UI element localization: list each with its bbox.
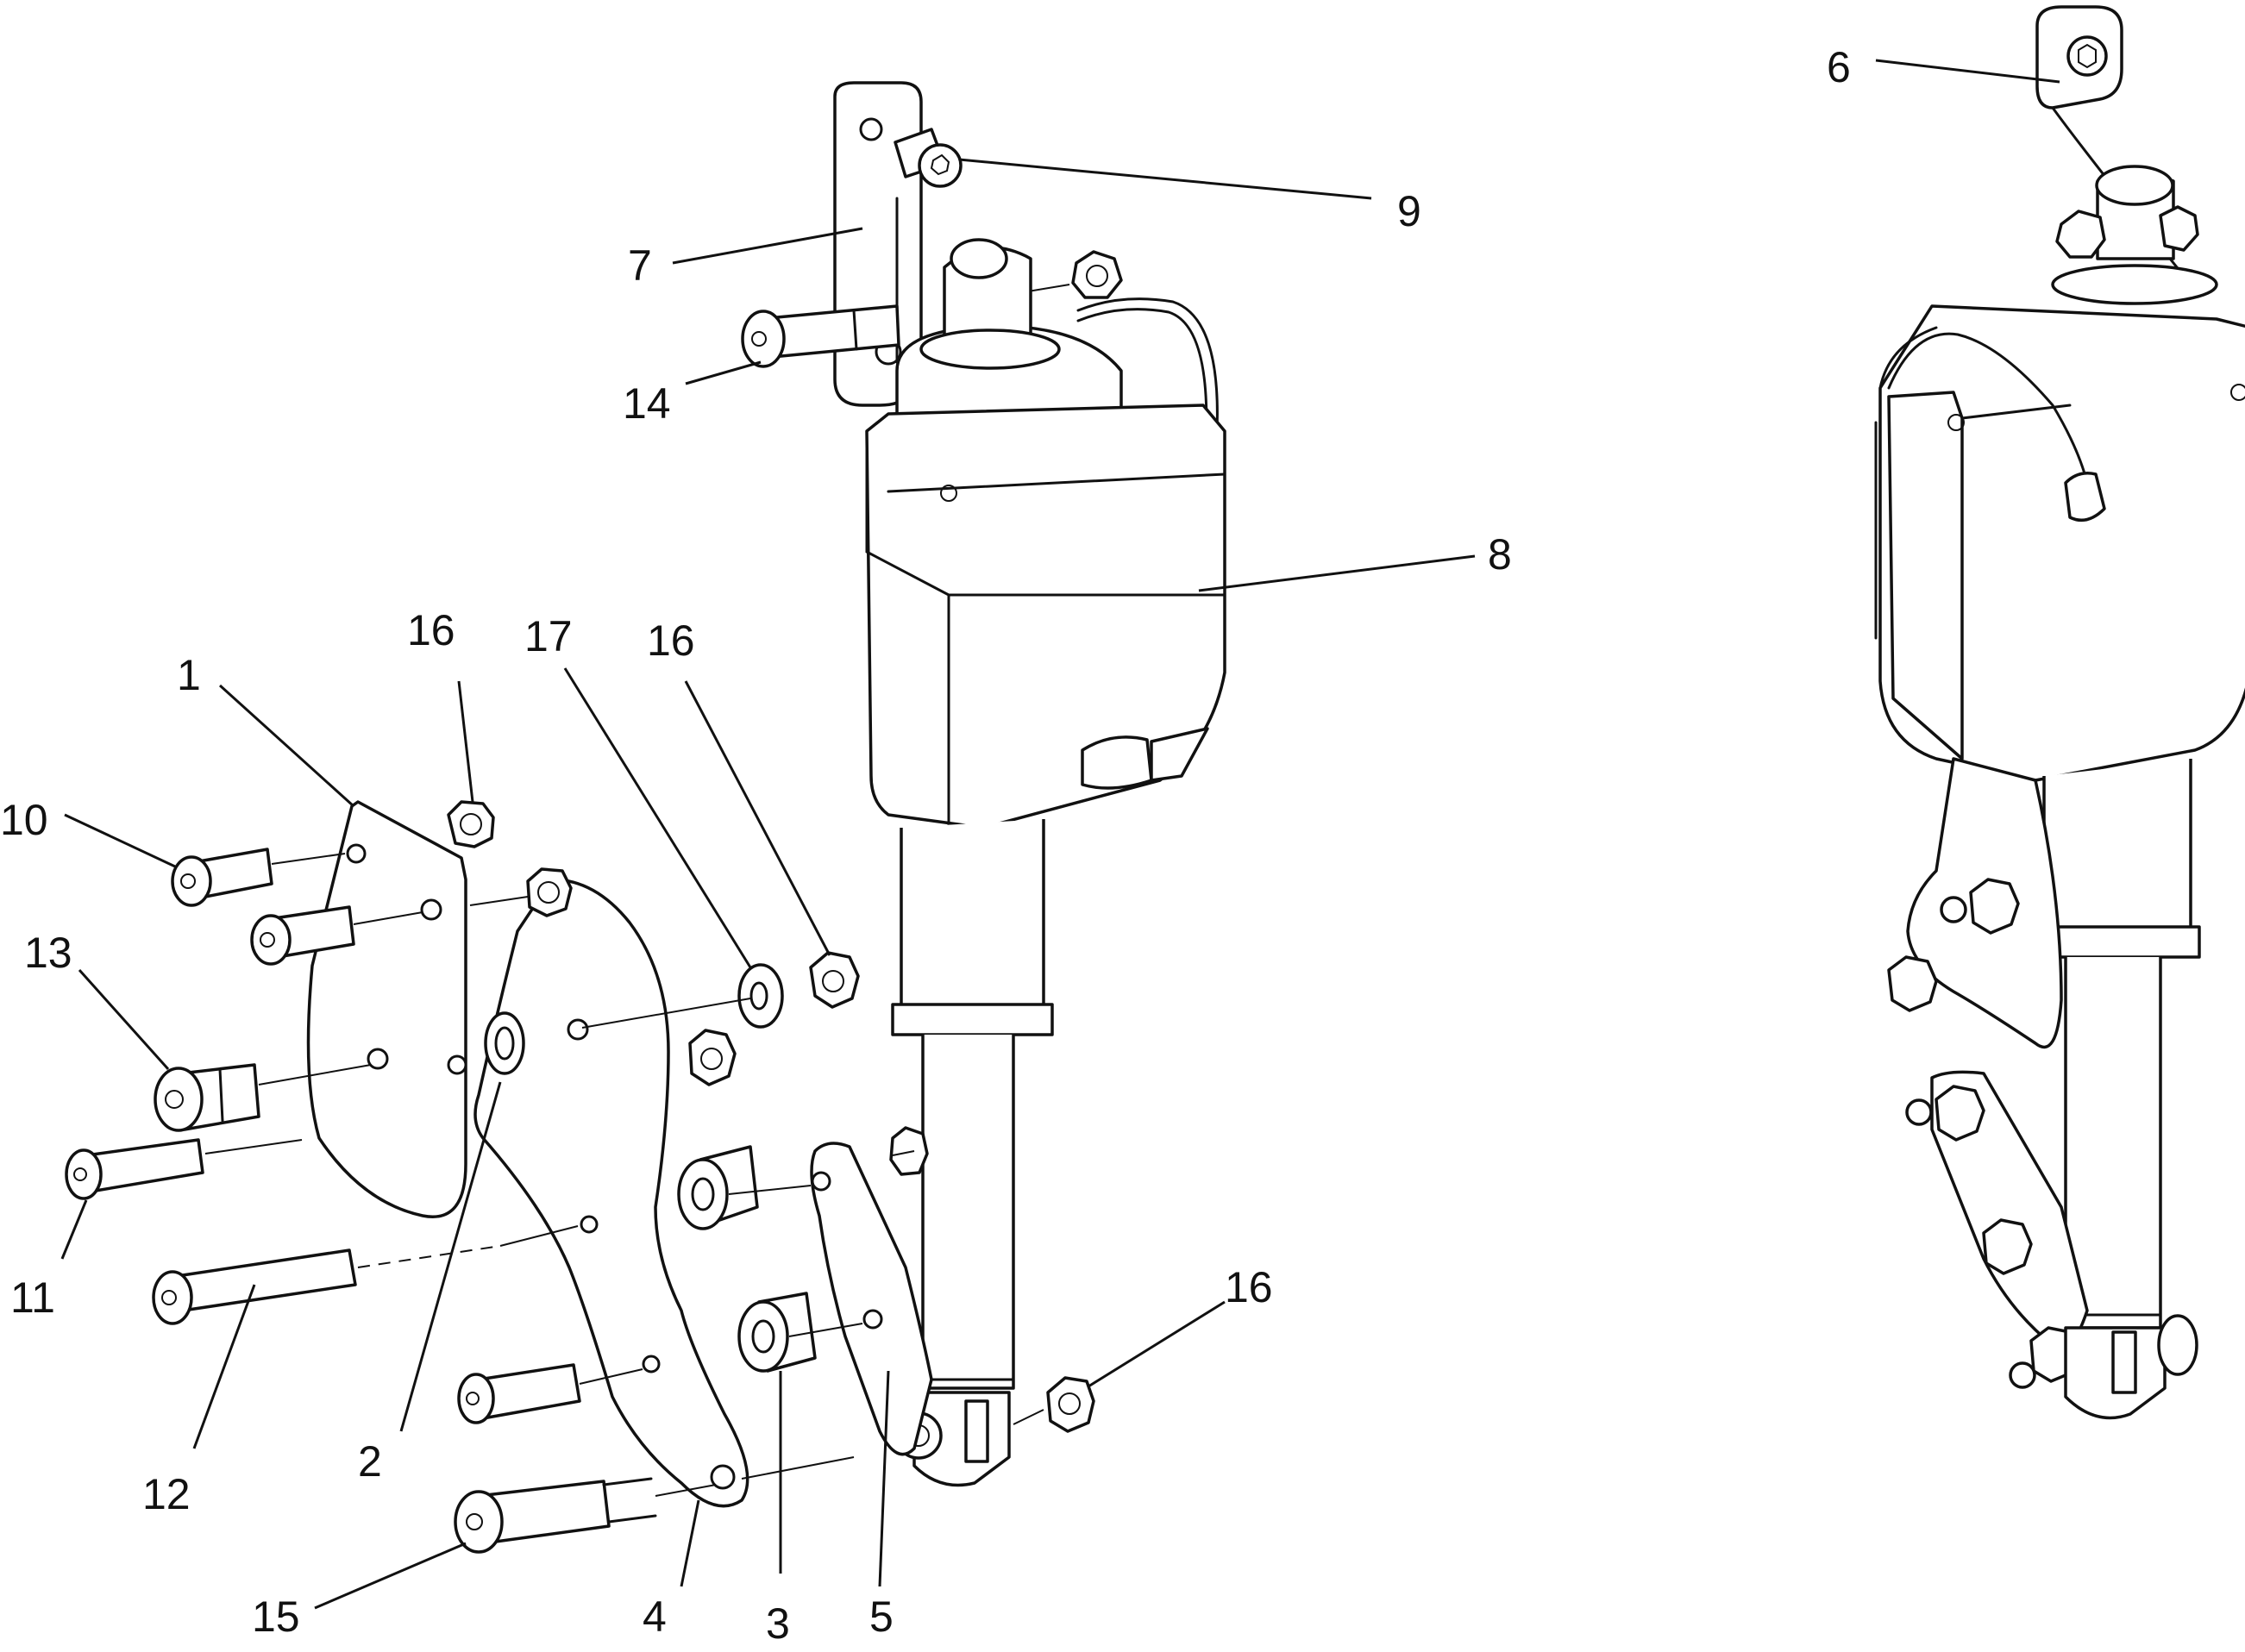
callout-16-middle: 16 (647, 616, 695, 665)
callout-3: 3 (766, 1599, 790, 1648)
nut-top (1071, 250, 1123, 299)
callout-7: 7 (628, 241, 652, 290)
callout-13: 13 (24, 929, 72, 977)
assembled-tubes (2034, 759, 2201, 1330)
leader-17 (563, 667, 752, 968)
leader-8 (1198, 554, 1476, 592)
leader-11 (60, 1199, 88, 1260)
screw-part-11 (65, 1138, 303, 1200)
leader-5 (878, 1370, 890, 1587)
nut-16-bottom (1046, 1376, 1095, 1433)
nut-16-middle (809, 951, 860, 1009)
callout-15: 15 (252, 1593, 300, 1641)
leader-4 (680, 1499, 700, 1587)
callout-11: 11 (10, 1273, 55, 1322)
callout-5: 5 (869, 1593, 894, 1641)
bolt-part-15 (454, 1456, 855, 1554)
nut-16-top-left (447, 800, 495, 848)
leader-15 (314, 1542, 467, 1610)
spacer-part-3-lower (737, 1292, 817, 1373)
callout-16-top-left: 16 (407, 606, 455, 654)
leader-12 (192, 1284, 256, 1449)
leader-lines (60, 59, 2060, 1610)
screw-part-9 (894, 128, 963, 188)
link-arm-part-5 (810, 1142, 933, 1456)
nut-plate-top (526, 867, 573, 917)
leader-13 (78, 968, 170, 1071)
leader-16c (1088, 1300, 1226, 1388)
nut-middle (688, 1029, 737, 1086)
callout-6: 6 (1827, 43, 1851, 91)
leader-1 (218, 684, 355, 808)
leader-2 (399, 1081, 502, 1432)
assembled-nuts (1887, 878, 2080, 1389)
assembled-rod-top (2051, 165, 2218, 305)
washer-part-2 (484, 1011, 525, 1075)
callout-17: 17 (524, 612, 573, 660)
pin-part-12 (152, 1225, 579, 1325)
spacer-part-3-upper (677, 1145, 759, 1230)
callout-9: 9 (1397, 187, 1421, 235)
callout-14: 14 (623, 379, 671, 428)
leader-7 (672, 227, 863, 265)
assembled-rod-bottom (2064, 1314, 2198, 1420)
screw-lower (457, 1363, 643, 1424)
actuator-part-8 (865, 238, 1226, 1487)
leader-9 (958, 158, 1372, 200)
assembled-housing (1874, 304, 2245, 782)
leader-16b (684, 680, 831, 956)
bolt-part-13 (154, 1063, 372, 1132)
callout-16-bottom: 16 (1225, 1263, 1273, 1311)
exploded-view (65, 81, 1226, 1554)
bolt-part-14 (741, 304, 900, 368)
callout-10: 10 (0, 796, 48, 844)
callout-4: 4 (643, 1593, 667, 1641)
leader-16a (457, 680, 474, 803)
callout-12: 12 (142, 1470, 191, 1518)
leader-10 (64, 813, 176, 868)
screw-upper-second (250, 896, 529, 966)
callout-8: 8 (1488, 530, 1512, 579)
callout-2: 2 (358, 1437, 382, 1486)
assembled-view (1874, 5, 2245, 1420)
leader-14 (685, 360, 762, 385)
nut-link-top (889, 1126, 929, 1176)
callout-labels: 1 2 3 4 5 6 7 8 9 10 11 12 13 14 15 16 1… (0, 43, 1851, 1648)
leader-6 (1875, 59, 2060, 84)
callout-1: 1 (177, 651, 201, 699)
mounting-plate-part-1 (306, 800, 467, 1218)
washer-part-17 (737, 963, 784, 1029)
screw-part-10 (171, 848, 346, 907)
